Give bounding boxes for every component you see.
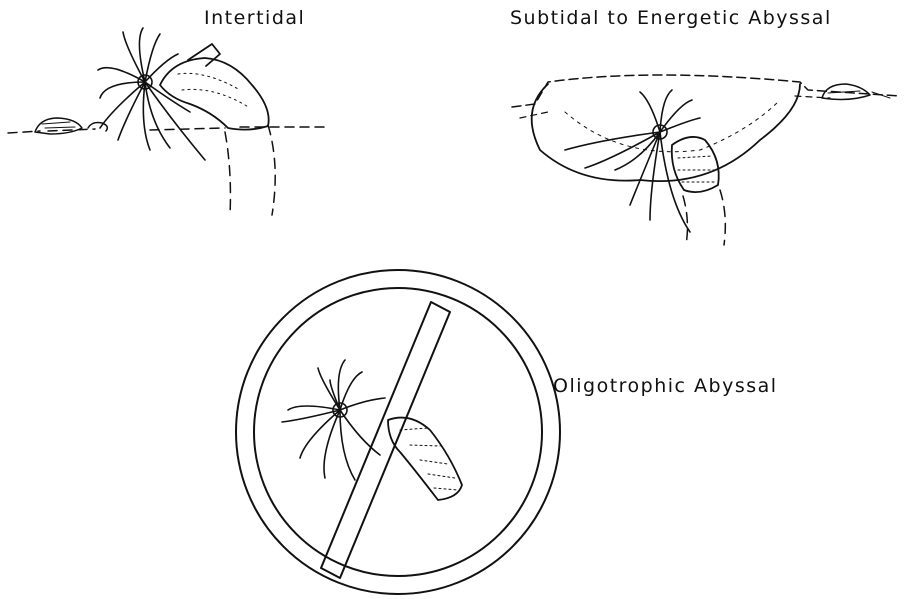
subtidal-burrow	[683, 190, 725, 245]
intertidal-label: Intertidal	[204, 7, 305, 29]
intertidal-burrow	[225, 125, 275, 215]
prohibition-sign-icon	[236, 270, 560, 594]
intertidal-worm-tube	[160, 44, 269, 130]
subtidal-worm-tube	[672, 137, 719, 192]
intertidal-pebble	[35, 118, 107, 134]
intertidal-panel	[8, 28, 330, 215]
intertidal-tentacle-crown	[98, 28, 205, 160]
subtidal-tentacle-crown	[565, 90, 700, 232]
subtidal-panel	[512, 75, 900, 245]
oligotrophic-panel	[236, 270, 560, 594]
oligotrophic-worm-tube	[388, 418, 462, 500]
subtidal-label: Subtidal to Energetic Abyssal	[510, 7, 832, 29]
subtidal-sediment-surface	[512, 75, 900, 107]
oligotrophic-tentacle-crown	[282, 360, 385, 480]
oligotrophic-label: Oligotrophic Abyssal	[553, 375, 778, 397]
